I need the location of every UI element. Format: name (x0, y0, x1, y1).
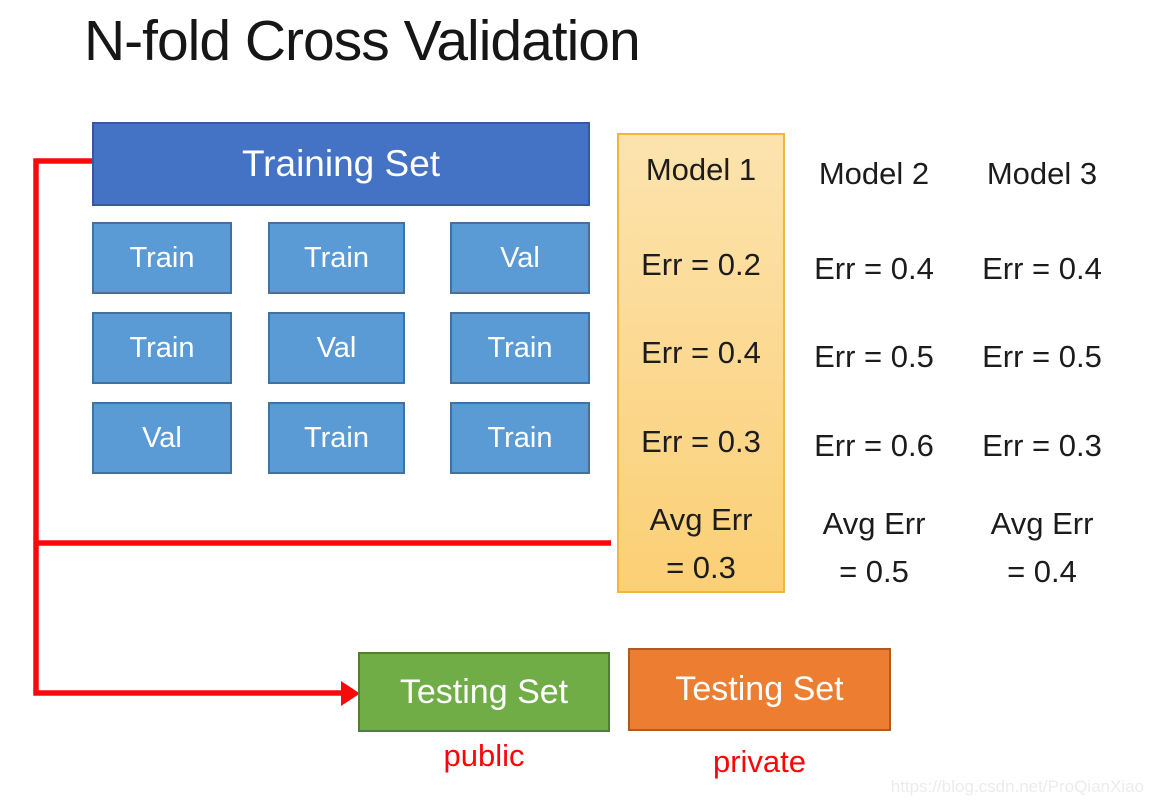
fold-cell-label: Train (129, 241, 195, 274)
fold-cell-1-1: Val (268, 312, 405, 384)
model-2-err-2: Err = 0.5 (814, 339, 934, 374)
fold-cell-label: Train (304, 241, 369, 274)
fold-cell-label: Val (142, 421, 182, 454)
fold-cell-label: Val (500, 241, 540, 274)
training-set-label: Training Set (241, 143, 441, 184)
fold-cell-0-2: Val (450, 222, 590, 294)
model-3-err-2: Err = 0.5 (982, 339, 1102, 374)
fold-cell-label: Train (304, 421, 369, 454)
model-1-avg-err-line2: = 0.3 (666, 550, 736, 585)
slide-title: N-fold Cross Validation (84, 9, 641, 73)
fold-cell-2-0: Val (92, 402, 232, 474)
fold-cell-label: Val (316, 331, 357, 364)
fold-cell-label: Train (487, 421, 553, 454)
model-2-header: Model 2 (818, 156, 930, 191)
fold-cell-2-1: Train (268, 402, 405, 474)
model-3-err-1: Err = 0.4 (982, 251, 1102, 286)
model-3-err-3: Err = 0.3 (982, 428, 1102, 463)
testing-set-private-label: Testing Set (675, 670, 844, 708)
fold-cell-1-2: Train (450, 312, 590, 384)
fold-cell-1-0: Train (92, 312, 232, 384)
testing-set-private-box: Testing Set (628, 648, 891, 731)
model-2-err-1: Err = 0.4 (814, 251, 934, 286)
fold-cell-label: Train (487, 331, 553, 364)
public-caption: public (443, 738, 525, 773)
model-2-avg-err-line2: = 0.5 (839, 554, 909, 589)
fold-cell-0-1: Train (268, 222, 405, 294)
testing-set-public-label: Testing Set (399, 672, 569, 711)
fold-cell-label: Train (129, 331, 195, 364)
watermark-url: https://blog.csdn.net/ProQianXiao (890, 777, 1144, 796)
model-1-avg-err-line1: Avg Err (649, 502, 753, 537)
fold-cell-2-2: Train (450, 402, 590, 474)
private-caption: private (712, 744, 807, 779)
model1-highlight-box (617, 133, 785, 593)
model-2-avg-err-line1: Avg Err (822, 506, 926, 541)
model-1-err-1: Err = 0.2 (641, 247, 761, 282)
model-3-avg-err-line1: Avg Err (990, 506, 1094, 541)
model-2-err-3: Err = 0.6 (814, 428, 934, 463)
model-1-err-3: Err = 0.3 (641, 424, 761, 459)
model-3-avg-err-line2: = 0.4 (1007, 554, 1077, 589)
testing-set-public-box: Testing Set (358, 652, 610, 732)
model-3-header: Model 3 (986, 156, 1098, 191)
model-1-header: Model 1 (645, 152, 757, 187)
training-set-box: Training Set (92, 122, 590, 206)
fold-cell-0-0: Train (92, 222, 232, 294)
model-1-err-2: Err = 0.4 (641, 335, 761, 370)
